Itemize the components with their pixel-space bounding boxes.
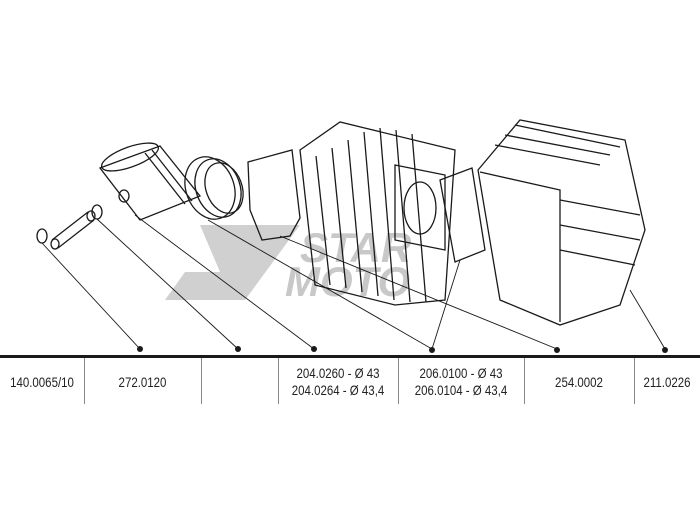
reference-bar (0, 355, 700, 358)
callout-dots (137, 346, 668, 353)
piston-pin (50, 210, 96, 250)
base-gasket (247, 149, 301, 241)
piston-rings (184, 156, 244, 220)
cell-divider (201, 358, 202, 404)
cell-divider (634, 358, 635, 404)
cylinder-head (477, 119, 646, 326)
head-gasket (439, 167, 486, 263)
callout-dot (235, 346, 241, 352)
part-ref-gasket: 254.0002 (555, 373, 603, 390)
part-ref-head: 211.0226 (643, 373, 691, 390)
part-ref-circlip: 140.0065/10 (10, 373, 74, 390)
cell-divider (524, 358, 525, 404)
callout-dot (311, 346, 317, 352)
circlip-left (36, 228, 48, 244)
cell-divider (278, 358, 279, 404)
callout-dot (662, 347, 668, 353)
callout-dot (554, 347, 560, 353)
cell-divider (84, 358, 85, 404)
callout-dot (429, 347, 435, 353)
cell-divider (398, 358, 399, 404)
watermark-line2: MOTO (285, 258, 410, 305)
leader-lines (41, 214, 666, 350)
part-ref-pin: 272.0120 (118, 373, 167, 390)
part-ref-empty (208, 358, 271, 406)
piston (98, 142, 202, 221)
cylinder (299, 121, 456, 306)
callout-dot (137, 346, 143, 352)
